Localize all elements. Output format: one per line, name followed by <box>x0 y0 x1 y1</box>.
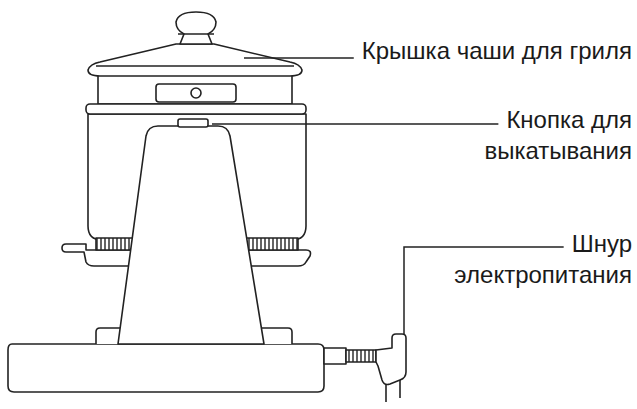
bowl-lid <box>88 44 302 76</box>
release-button <box>178 119 208 127</box>
central-stand <box>118 126 264 344</box>
plug-pin <box>385 384 387 402</box>
lid-edge <box>96 65 294 67</box>
bowl-latch <box>156 84 236 102</box>
part-label: Кнопка для выкатывания <box>422 104 632 166</box>
plug-pin <box>399 380 401 398</box>
base-tray <box>8 344 324 392</box>
lid-knob <box>176 12 216 44</box>
part-label: Крышка чаши для гриля <box>352 35 632 66</box>
cord-socket <box>324 348 346 364</box>
label-text: Шнур электропитания <box>454 230 632 288</box>
latch-pin <box>191 88 201 98</box>
leader-line <box>212 123 498 125</box>
leader-line <box>404 247 564 334</box>
label-text: Кнопка для выкатывания <box>484 106 632 164</box>
knob-neck <box>178 33 214 35</box>
grill-bowl <box>98 74 292 104</box>
power-plug <box>376 334 406 385</box>
label-text: Крышка чаши для гриля <box>362 37 632 64</box>
bowl-rim <box>86 104 306 114</box>
cord-sleeve <box>346 350 376 362</box>
part-label: Шнур электропитания <box>392 228 632 290</box>
leader-line <box>244 57 354 59</box>
